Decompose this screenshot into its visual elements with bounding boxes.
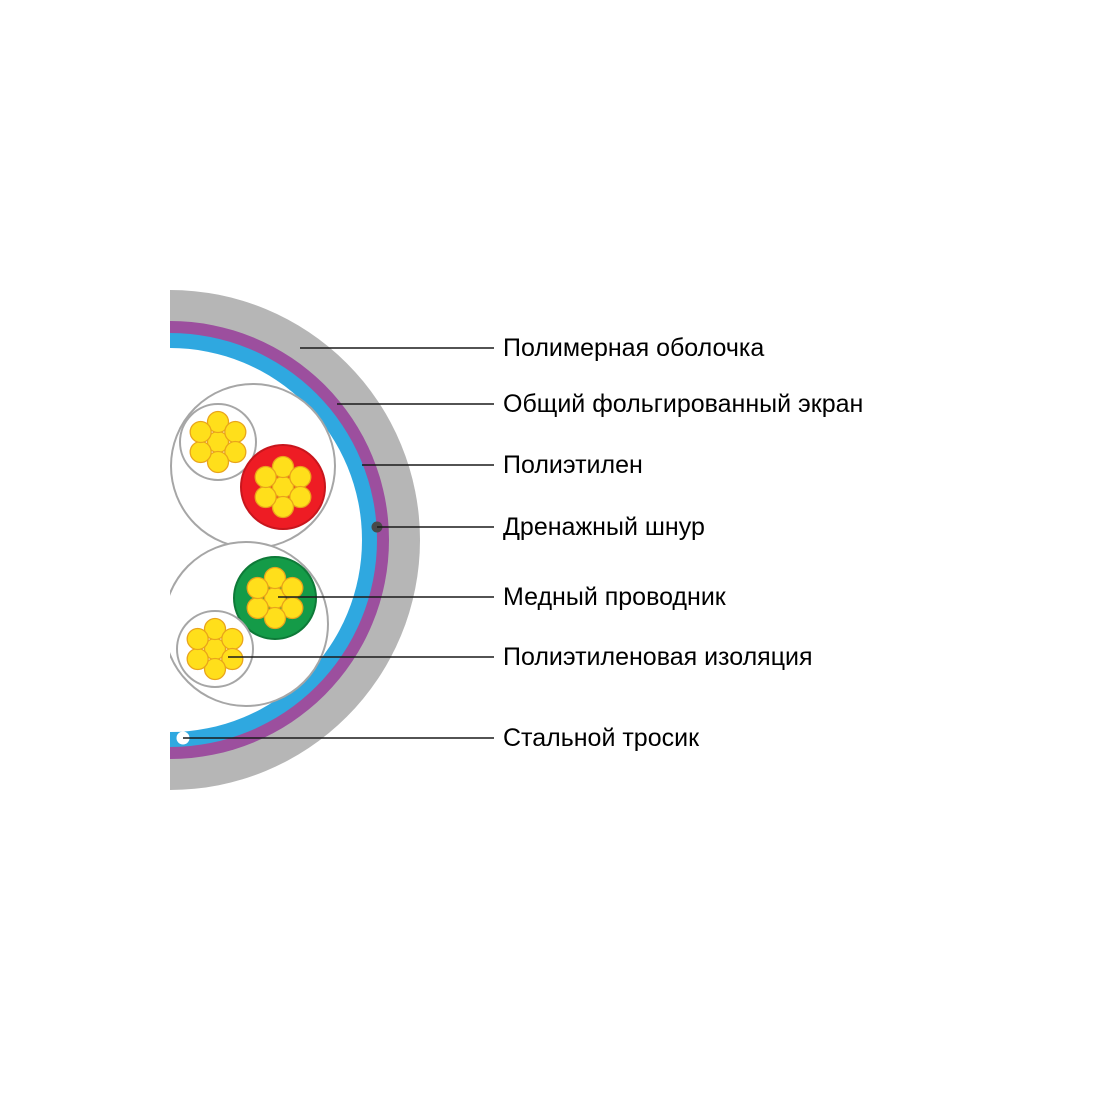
cable-body (170, 290, 420, 790)
label-polyethylene-insulation: Полиэтиленовая изоляция (503, 643, 813, 671)
label-foil-screen: Общий фольгированный экран (503, 390, 863, 418)
label-drain-cord: Дренажный шнур (503, 513, 705, 541)
labels: Полимерная оболочка Общий фольгированный… (503, 334, 863, 752)
label-polyethylene: Полиэтилен (503, 451, 643, 479)
label-polymer-sheath: Полимерная оболочка (503, 334, 764, 362)
label-copper-conductor: Медный проводник (503, 583, 727, 611)
leader-lines (183, 347, 494, 739)
label-steel-wire: Стальной тросик (503, 724, 700, 752)
